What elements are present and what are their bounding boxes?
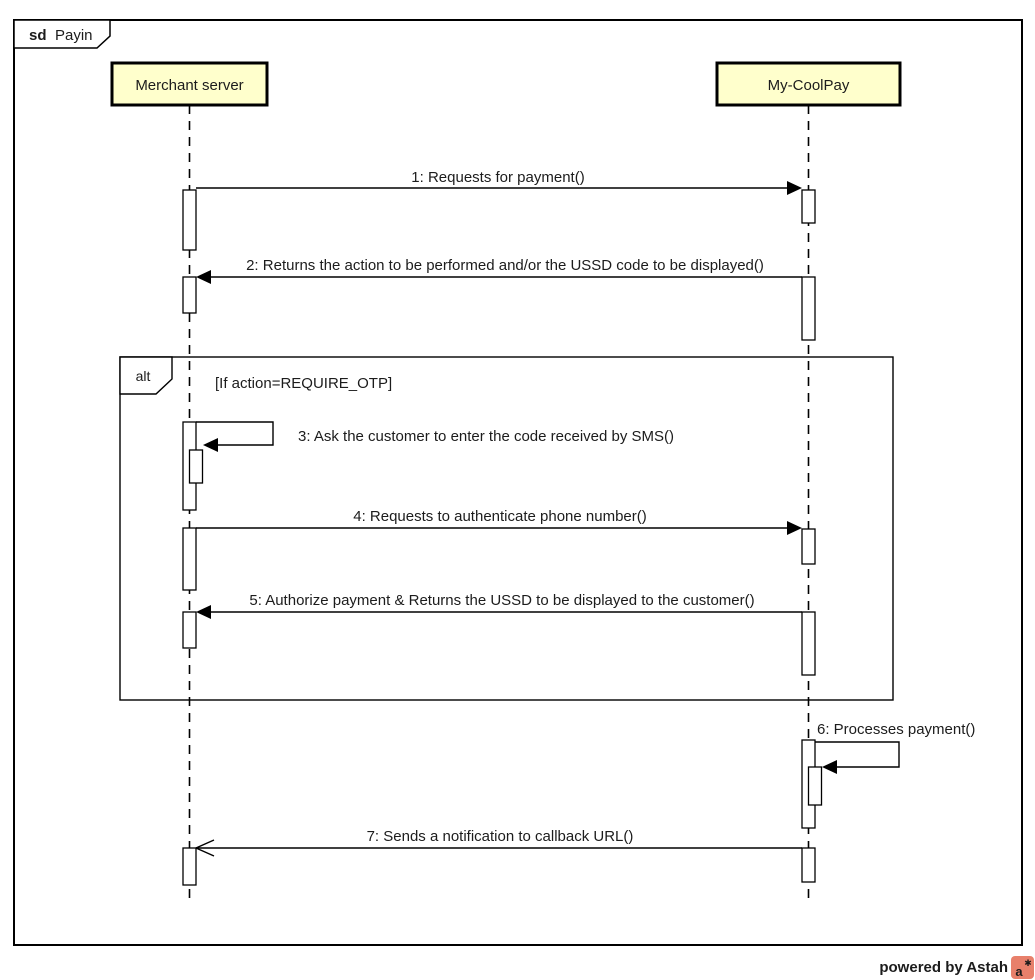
footer: powered by Astah ✱ a [879,956,1034,979]
lifeline-head-coolpay: My-CoolPay [715,61,902,107]
activation-bar [182,189,197,251]
frame-title: Payin [55,27,93,44]
frame-operator: sd [29,27,47,44]
message-5: 5: Authorize payment & Returns the USSD … [196,592,802,619]
activation-bar [182,276,197,314]
message-1-label: 1: Requests for payment() [411,169,584,186]
message-5-label: 5: Authorize payment & Returns the USSD … [249,592,754,609]
alt-fragment: alt [If action=REQUIRE_OTP] [119,356,894,701]
coolpay-head-box [715,61,902,107]
activation-bar [801,528,816,565]
message-6-arrowhead-icon [822,760,837,774]
message-4-arrowhead-icon [787,521,802,535]
merchant-head-box [110,61,269,107]
activation-bar [801,847,816,883]
astah-logo-icon: ✱ a [1011,956,1034,979]
frame-label-pentagon [13,19,111,49]
activation-bar-nested [188,449,204,484]
message-2: 2: Returns the action to be performed an… [196,257,802,284]
message-4-label: 4: Requests to authenticate phone number… [353,508,647,525]
activation-bar [182,611,197,649]
message-2-arrowhead-icon [196,270,211,284]
astah-logo-background [1011,956,1034,979]
alt-label-pentagon [119,356,173,395]
message-4: 4: Requests to authenticate phone number… [196,508,802,535]
activation-bar [801,276,816,341]
message-1-arrowhead-icon [787,181,802,195]
alt-guard: [If action=REQUIRE_OTP] [215,375,392,392]
activation-bar [801,189,816,224]
message-3-line [196,421,274,446]
activation-bar [801,611,816,676]
message-7: 7: Sends a notification to callback URL(… [194,828,802,857]
lifeline-head-merchant: Merchant server [110,61,269,107]
message-3: 3: Ask the customer to enter the code re… [196,421,674,452]
merchant-head-label: Merchant server [135,77,243,94]
interaction-frame: sd Payin [13,19,1023,946]
coolpay-head-label: My-CoolPay [768,77,850,94]
message-3-label: 3: Ask the customer to enter the code re… [298,428,674,445]
powered-by-astah-label: powered by Astah [879,959,1008,976]
message-6: 6: Processes payment() [815,721,975,774]
activation-bars [182,189,823,886]
message-5-arrowhead-icon [196,605,211,619]
activation-bar [182,847,197,886]
frame-border [13,19,1023,946]
message-7-label: 7: Sends a notification to callback URL(… [367,828,634,845]
message-2-label: 2: Returns the action to be performed an… [246,257,764,274]
alt-operator: alt [136,368,151,384]
astah-logo-letter: a [1015,964,1023,979]
message-7-open-arrowhead-icon [194,839,215,857]
astah-logo-star: ✱ [1024,958,1032,968]
activation-bar [182,527,197,591]
activation-bar-nested [807,766,823,806]
alt-fragment-border [119,356,894,701]
message-1: 1: Requests for payment() [196,169,802,195]
message-6-line [815,741,900,768]
message-3-arrowhead-icon [203,438,218,452]
message-6-label: 6: Processes payment() [817,721,975,738]
